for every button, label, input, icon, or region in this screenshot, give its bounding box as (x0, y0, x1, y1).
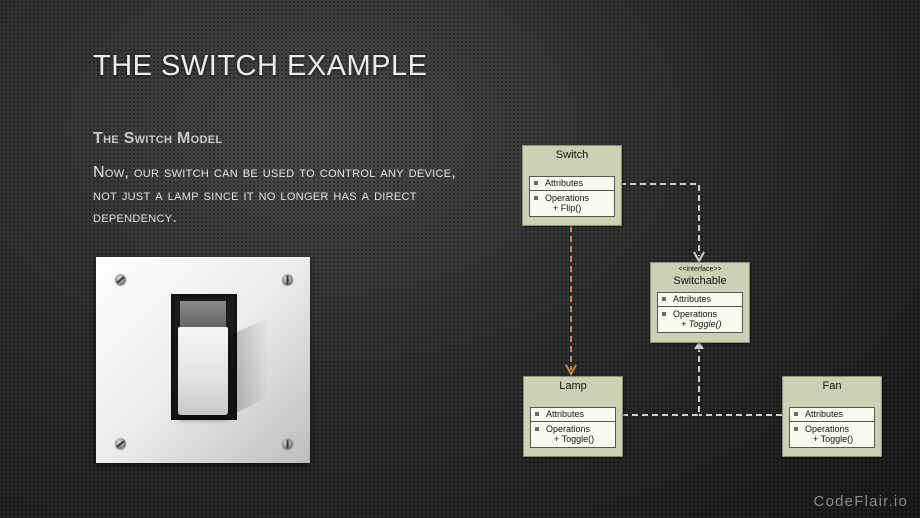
square-icon (794, 412, 798, 416)
attributes-label: Attributes (673, 294, 712, 304)
square-icon (534, 181, 538, 185)
operations-compartment: Operations+ Flip() (530, 191, 614, 216)
square-icon (534, 196, 538, 200)
screw-icon (282, 274, 293, 285)
screw-icon (115, 438, 126, 449)
arrowhead-switchable-top (693, 251, 705, 264)
operations-label: Operations (545, 193, 590, 203)
class-compartments: Attributes Operations+ Toggle() (789, 407, 875, 448)
uml-class-fan: Fan Attributes Operations+ Toggle() (782, 376, 882, 457)
attributes-compartment: Attributes (530, 177, 614, 191)
operations-compartment: Operations+ Toggle() (790, 422, 874, 447)
square-icon (662, 312, 666, 316)
uml-class-switch: Switch Attributes Operations+ Flip() (522, 145, 622, 226)
operation-item: + Toggle() (813, 434, 854, 444)
attributes-compartment: Attributes (658, 293, 742, 307)
operations-label: Operations (805, 424, 850, 434)
stereotype-label: <<interface>> (678, 266, 722, 273)
class-name: Switch (555, 149, 589, 161)
connector-lamp-to-switchable (622, 350, 700, 416)
light-switch-image (96, 257, 310, 463)
uml-interface-switchable: <<interface>> Switchable Attributes Oper… (650, 262, 750, 343)
square-icon (794, 427, 798, 431)
square-icon (535, 427, 539, 431)
class-name: Fan (822, 380, 842, 392)
attributes-label: Attributes (805, 409, 844, 419)
screw-icon (115, 274, 126, 285)
switch-lever (178, 327, 228, 415)
slide-subtitle: The Switch Model (93, 130, 223, 147)
attributes-label: Attributes (546, 409, 585, 419)
operations-compartment: Operations+ Toggle() (658, 307, 742, 332)
slide-title: The Switch Example (93, 50, 428, 82)
operations-compartment: Operations+ Toggle() (531, 422, 615, 447)
class-name: Switchable (673, 275, 727, 287)
screw-icon (282, 438, 293, 449)
operations-label: Operations (546, 424, 591, 434)
square-icon (662, 297, 666, 301)
operation-item: + Flip() (553, 203, 582, 213)
operation-item: + Toggle() (554, 434, 595, 444)
attributes-compartment: Attributes (531, 408, 615, 422)
square-icon (535, 412, 539, 416)
attributes-compartment: Attributes (790, 408, 874, 422)
slide-body-text: Now, our switch can be used to control a… (93, 164, 457, 226)
uml-class-lamp: Lamp Attributes Operations+ Toggle() (523, 376, 623, 457)
class-name: Lamp (559, 380, 587, 392)
arrowhead-lamp (565, 364, 577, 377)
brand-watermark: CodeFlair.io (813, 493, 908, 510)
class-compartments: Attributes Operations+ Toggle() (530, 407, 616, 448)
class-compartments: Attributes Operations+ Toggle() (657, 292, 743, 333)
arrowhead-switchable-bottom (694, 341, 704, 349)
class-compartments: Attributes Operations+ Flip() (529, 176, 615, 217)
connector-switch-to-switchable (620, 183, 700, 256)
attributes-label: Attributes (545, 178, 584, 188)
operations-label: Operations (673, 309, 718, 319)
operation-item: + Toggle() (681, 319, 722, 329)
